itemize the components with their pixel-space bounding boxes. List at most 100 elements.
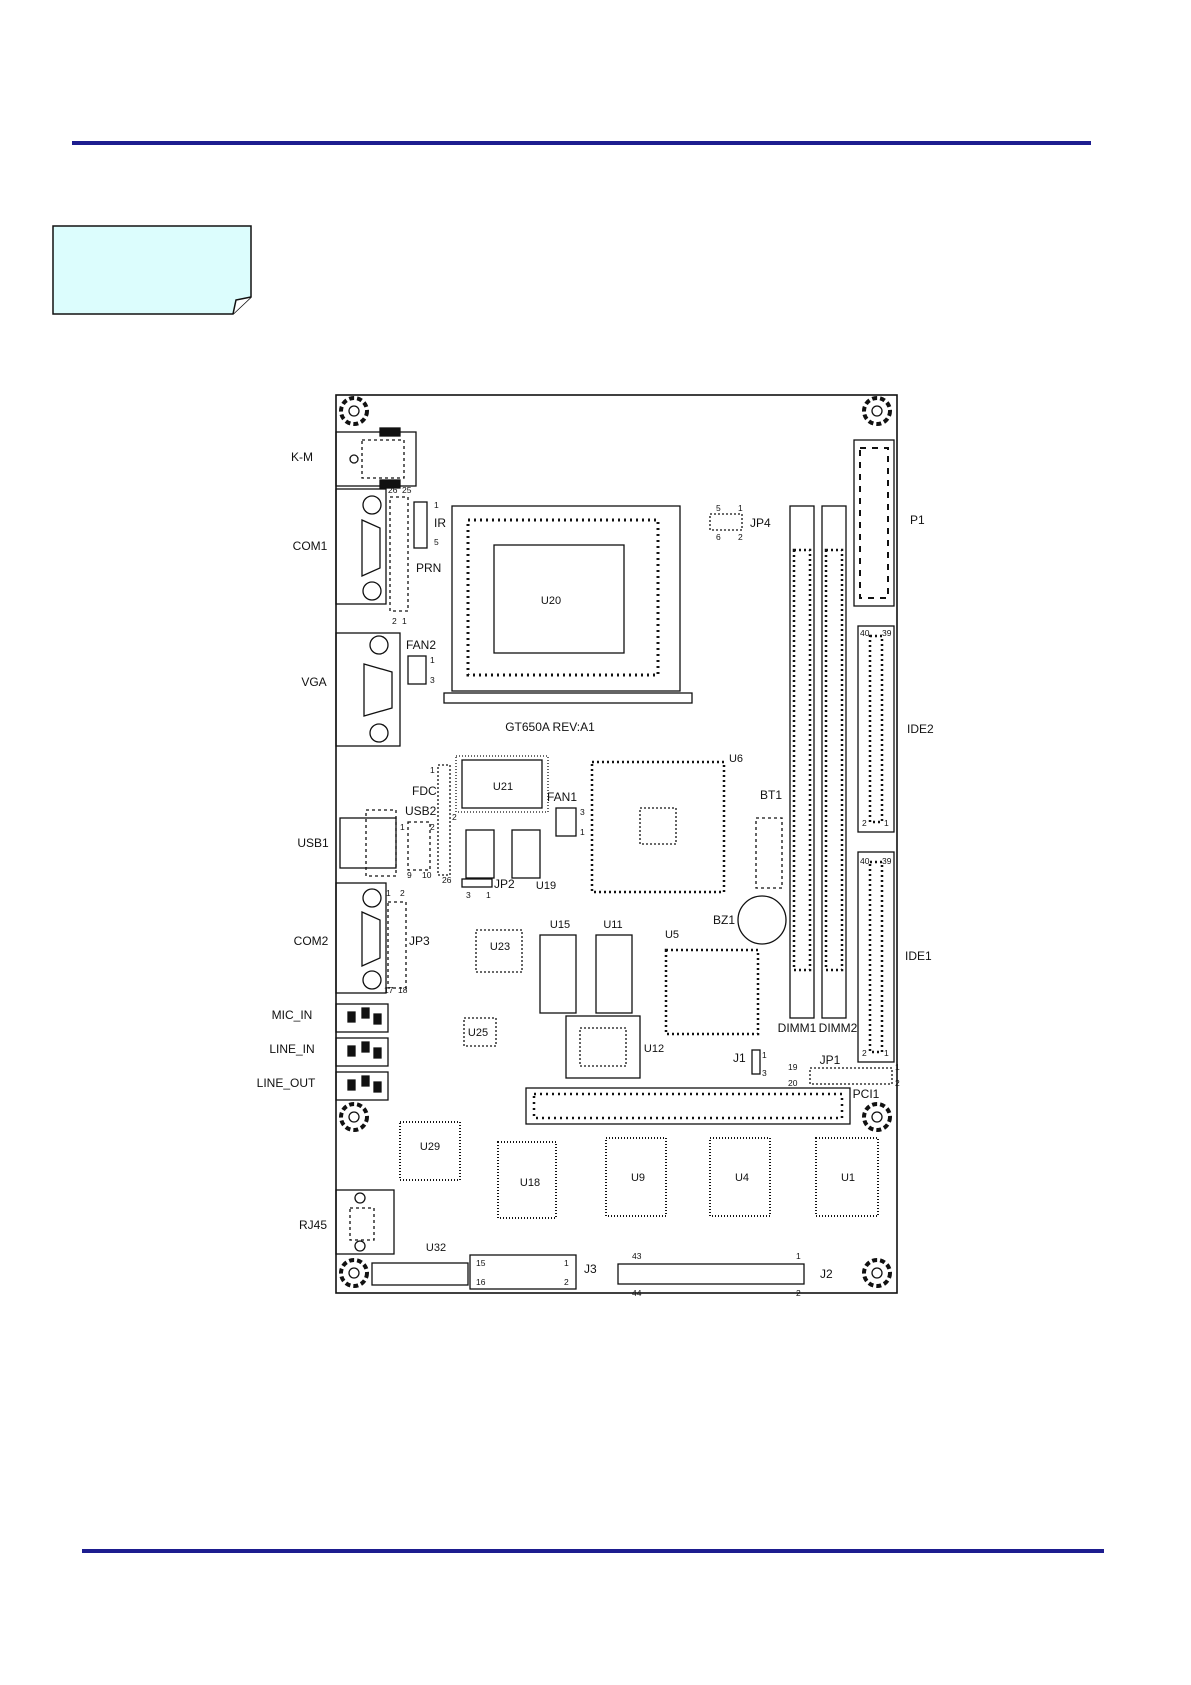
pin-ide1-2: 2 <box>862 1048 867 1058</box>
label-u4: U4 <box>735 1172 749 1184</box>
prn-header <box>389 496 409 612</box>
label-u11: U11 <box>603 919 622 931</box>
com1-connector <box>335 488 387 605</box>
pin-jp2-3: 3 <box>466 890 471 900</box>
label-pci1: PCI1 <box>853 1087 880 1101</box>
pin-j1-3: 3 <box>762 1068 767 1078</box>
chip-u5 <box>664 948 760 1036</box>
chip-u12 <box>565 1015 641 1079</box>
pin-ir-1: 1 <box>434 500 439 510</box>
jp4-header <box>709 513 743 531</box>
label-mic-in: MIC_IN <box>272 1008 313 1022</box>
pin-fdc-26: 26 <box>442 875 452 885</box>
board-model-label: GT650A REV:A1 <box>505 720 595 734</box>
chip-u15 <box>539 934 577 1014</box>
pin-fan2-3: 3 <box>430 675 435 685</box>
pin-ide2-2: 2 <box>862 818 867 828</box>
pin-j3-1: 1 <box>564 1258 569 1268</box>
label-jp4: JP4 <box>750 516 771 530</box>
label-fdc: FDC <box>412 784 437 798</box>
pin-com2-1: 1 <box>386 888 391 898</box>
label-dimm1: DIMM1 <box>778 1021 817 1035</box>
cpu-socket-u20 <box>443 505 693 704</box>
label-ir: IR <box>434 516 446 530</box>
pin-prn-2: 2 <box>392 616 397 626</box>
jp3-header <box>387 901 407 989</box>
rj45-connector <box>335 1189 395 1255</box>
pin-ide1-40: 40 <box>860 856 870 866</box>
pin-prn-26: 26 <box>388 485 398 495</box>
label-u32: U32 <box>426 1242 446 1254</box>
mounting-hole <box>862 1102 892 1132</box>
label-bt1: BT1 <box>760 788 782 802</box>
label-bz1: BZ1 <box>713 913 735 927</box>
pin-j2-44: 44 <box>632 1288 642 1298</box>
pin-jp1-20: 20 <box>788 1078 798 1088</box>
pin-com2-2: 2 <box>400 888 405 898</box>
pin-fdc-2: 2 <box>452 812 457 822</box>
pin-j1-1: 1 <box>762 1050 767 1060</box>
pin-j2-2: 2 <box>796 1288 801 1298</box>
label-u1: U1 <box>841 1172 855 1184</box>
pin-jp1-1: 1 <box>895 1062 900 1072</box>
pin-ide2-39: 39 <box>882 628 892 638</box>
chip-u11 <box>595 934 633 1014</box>
label-u9: U9 <box>631 1172 645 1184</box>
fdc-header <box>437 764 451 876</box>
pin-j2-1: 1 <box>796 1251 801 1261</box>
mic-in-jack <box>335 1003 389 1033</box>
mounting-hole <box>862 396 892 426</box>
footer-rule <box>82 1549 1104 1553</box>
pin-fdc-1: 1 <box>430 765 435 775</box>
chip-u6 <box>590 760 726 894</box>
label-km: K-M <box>291 450 313 464</box>
chip-u25 <box>463 1017 497 1047</box>
fan2-header <box>407 655 427 685</box>
ide1-connector <box>857 851 895 1063</box>
chip-u21 <box>455 755 549 813</box>
pin-jp1-19: 19 <box>788 1062 798 1072</box>
pin-prn-1: 1 <box>402 616 407 626</box>
pci1-pins <box>532 1092 844 1120</box>
chip-left-dip <box>465 829 495 879</box>
label-jp2: JP2 <box>494 877 515 891</box>
pin-jp3-17: 17 <box>384 985 394 995</box>
km-connector <box>335 427 417 489</box>
jp1-header <box>809 1067 893 1085</box>
pin-usb2-1: 1 <box>400 822 405 832</box>
usb2-header <box>407 821 431 871</box>
pin-jp4-2: 2 <box>738 532 743 542</box>
label-u18: U18 <box>520 1177 540 1189</box>
label-u5: U5 <box>665 929 679 941</box>
pin-j3-2: 2 <box>564 1277 569 1287</box>
usb1-connector <box>339 809 397 877</box>
chip-u4 <box>709 1137 771 1217</box>
j2-header <box>617 1263 805 1285</box>
pin-usb2-10: 10 <box>422 870 432 880</box>
mounting-hole <box>339 1258 369 1288</box>
pin-ir-5: 5 <box>434 537 439 547</box>
pin-prn-25: 25 <box>402 485 412 495</box>
mounting-hole <box>339 1102 369 1132</box>
mounting-hole <box>862 1258 892 1288</box>
j1-header <box>751 1049 761 1075</box>
chip-u19 <box>511 829 541 879</box>
label-u15: U15 <box>550 919 570 931</box>
vga-connector <box>335 632 401 747</box>
label-jp1: JP1 <box>820 1053 841 1067</box>
com2-connector <box>335 882 387 994</box>
label-jp3: JP3 <box>409 934 430 948</box>
mounting-hole <box>339 396 369 426</box>
pin-j2-43: 43 <box>632 1251 642 1261</box>
dimm2-slot <box>821 505 847 1019</box>
dimm1-slot <box>789 505 815 1019</box>
pin-ide1-39: 39 <box>882 856 892 866</box>
label-line-out: LINE_OUT <box>257 1076 316 1090</box>
label-com2: COM2 <box>294 934 329 948</box>
line-out-jack <box>335 1071 389 1101</box>
label-u23: U23 <box>490 941 510 953</box>
pin-ide2-1: 1 <box>884 818 889 828</box>
pin-j3-15: 15 <box>476 1258 486 1268</box>
label-p1: P1 <box>910 513 925 527</box>
j3-header <box>469 1254 577 1290</box>
